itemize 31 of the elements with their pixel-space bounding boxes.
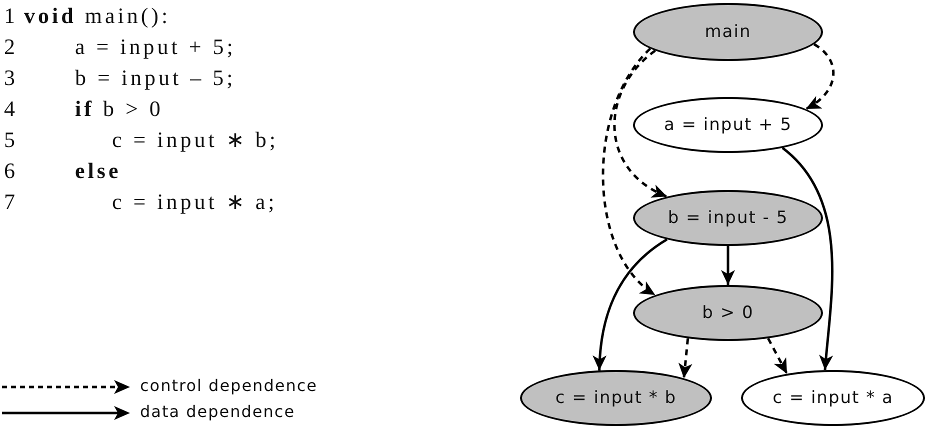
line-number: 3 <box>4 65 18 91</box>
code-line: c = input ∗ b; <box>112 127 279 153</box>
code-line: b = input – 5; <box>75 65 236 91</box>
dashed-arrow <box>602 48 656 296</box>
ellipse-node <box>633 190 823 246</box>
line-number: 5 <box>4 127 18 153</box>
legend-label: data dependence <box>140 402 296 421</box>
code-line: a = input + 5; <box>75 34 236 60</box>
arrow <box>592 238 668 370</box>
dashed-arrow <box>613 50 668 198</box>
code-line: void main(): <box>24 3 171 29</box>
node-label: b = input - 5 <box>668 208 788 228</box>
line-number: 1 <box>4 3 18 29</box>
code-line: else <box>75 158 122 184</box>
node-label: c = input * b <box>555 388 677 408</box>
line-number: 4 <box>4 96 18 122</box>
dashed-arrow <box>678 338 692 378</box>
node-label: b > 0 <box>702 303 754 323</box>
dashed-arrow <box>767 338 788 374</box>
arrow <box>721 246 735 285</box>
arrow <box>782 147 834 370</box>
line-number: 7 <box>4 189 18 215</box>
line-number: 2 <box>4 34 18 60</box>
line-number: 6 <box>4 158 18 184</box>
node-label: main <box>704 22 752 42</box>
node-label: c = input * a <box>772 388 894 408</box>
legend-label: control dependence <box>140 376 318 395</box>
code-line: if b > 0 <box>75 96 164 122</box>
code-line: c = input ∗ a; <box>112 189 278 215</box>
dashed-arrow <box>805 43 834 110</box>
node-label: a = input + 5 <box>664 115 792 135</box>
